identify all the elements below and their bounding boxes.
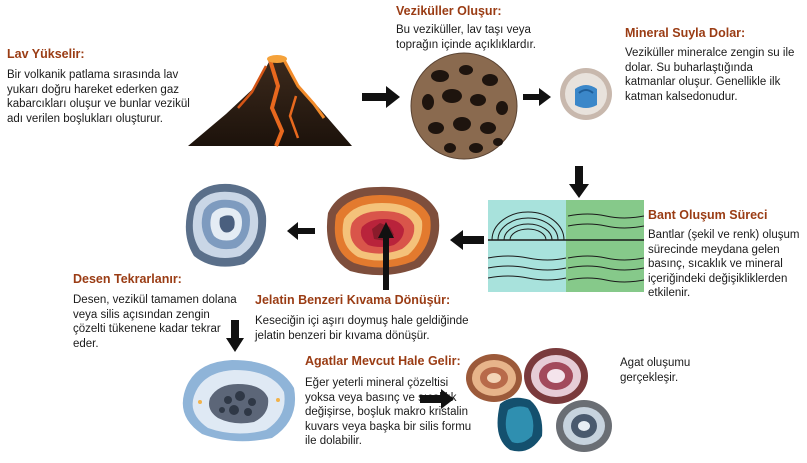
lava-step-text: Bir volkanik patlama sırasında lav yukar…: [7, 68, 195, 126]
arrow-right-icon: [523, 88, 551, 106]
arrow-up-icon: [378, 222, 394, 290]
arrow-right-icon: [362, 86, 400, 108]
band-formation-diagram: [488, 200, 644, 292]
gel-step-text: Keseciğin içi aşırı doymuş hale geldiğin…: [255, 314, 500, 343]
band-step-text: Bantlar (şekil ve renk) oluşum sürecinde…: [648, 228, 804, 301]
geode-image: [178, 354, 300, 446]
agate-step-text: Eğer yeterli mineral çözeltisi yoksa vey…: [305, 376, 475, 449]
agate-collection-image: [460, 346, 614, 458]
arrow-left-icon: [287, 222, 315, 240]
gel-step-title: Jelatin Benzeri Kıvama Dönüşür:: [255, 293, 450, 307]
mineral-step-title: Mineral Suyla Dolar:: [625, 26, 745, 40]
mineral-step-text: Veziküller mineralce zengin su ile dolar…: [625, 46, 803, 104]
arrow-down-icon: [226, 320, 244, 352]
arrow-left-icon: [450, 230, 484, 250]
volcano-image: [186, 46, 354, 154]
vesicular-rock-image: [410, 52, 518, 160]
final-step-text: Agat oluşumu gerçekleşir.: [620, 356, 700, 385]
pattern-step-title: Desen Tekrarlanır:: [73, 272, 182, 286]
vesicles-step-text: Bu veziküller, lav taşı veya toprağın iç…: [396, 23, 558, 52]
pattern-step-text: Desen, vezikül tamamen dolana veya silis…: [73, 293, 245, 351]
vesicles-step-title: Veziküller Oluşur:: [396, 4, 502, 18]
mineral-filled-vesicle-image: [559, 67, 613, 121]
agate-step-title: Agatlar Mevcut Hale Gelir:: [305, 354, 461, 368]
arrow-right-icon: [420, 389, 454, 409]
banded-agate-image: [180, 180, 270, 270]
arrow-down-icon: [569, 166, 589, 198]
lava-step-title: Lav Yükselir:: [7, 47, 85, 61]
band-step-title: Bant Oluşum Süreci: [648, 208, 767, 222]
